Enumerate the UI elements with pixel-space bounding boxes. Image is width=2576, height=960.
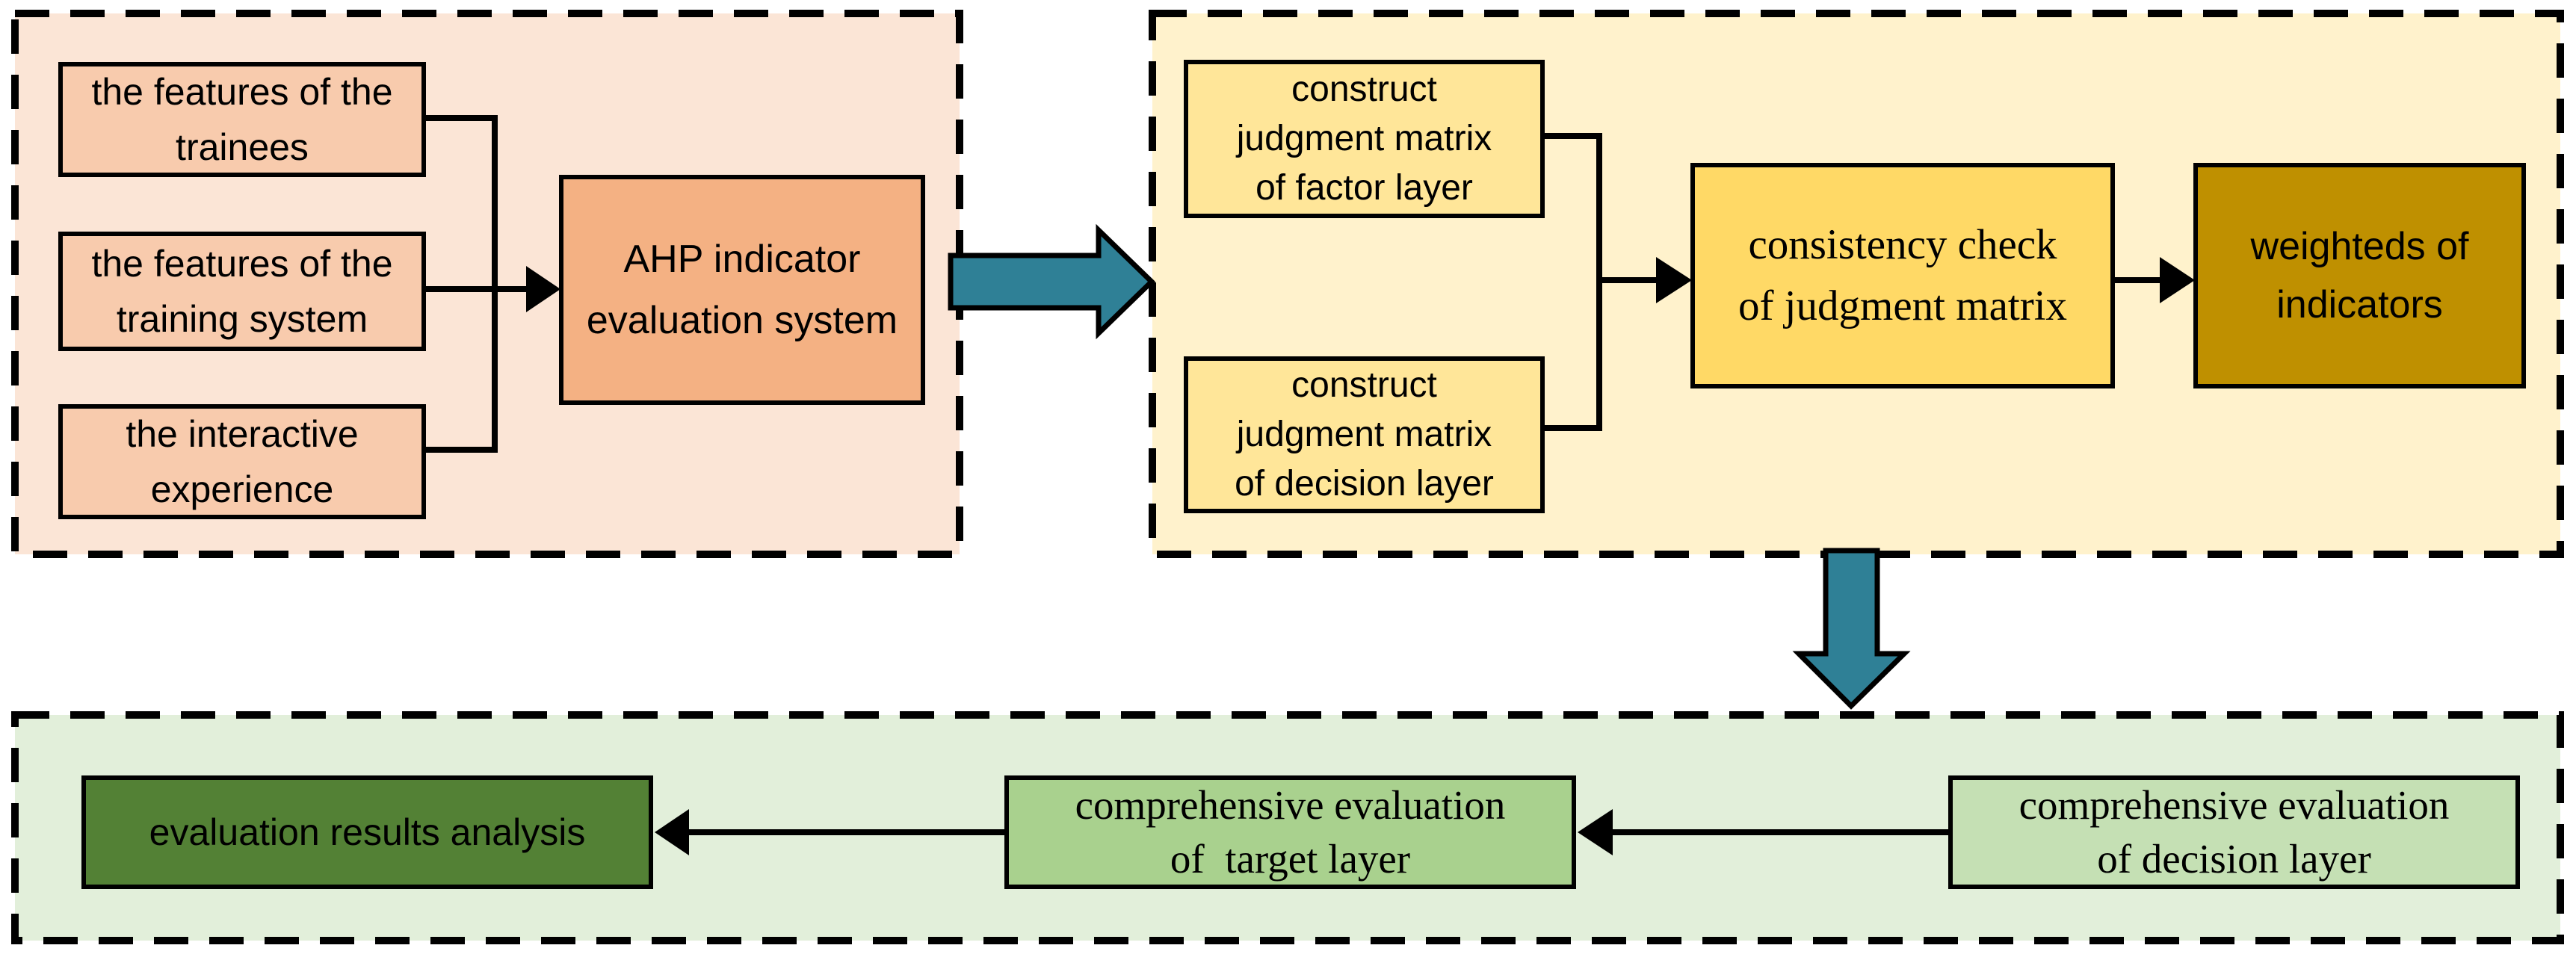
consistency-check-box-line: of judgment matrix <box>1738 282 2068 329</box>
right-connector-lines <box>1542 133 2164 431</box>
training-system-box: the features of the training system <box>58 232 426 351</box>
interactive-experience-box-line: the interactive <box>126 413 359 455</box>
ahp-system-box-line: AHP indicator <box>623 238 861 281</box>
decision-matrix-box-line: judgment matrix <box>1236 415 1492 454</box>
training-system-box-line: training system <box>116 298 368 340</box>
big-arrow-right-icon <box>948 223 1156 340</box>
trainees-box-line: the features of the <box>91 71 393 113</box>
factor-matrix-box-line: of factor layer <box>1255 168 1473 208</box>
results-analysis-box-line: evaluation results analysis <box>149 811 586 853</box>
arrowhead-left-results <box>655 809 689 855</box>
indicator-weights-box-line: indicators <box>2276 283 2443 326</box>
trainees-box: the features of the trainees <box>58 62 426 177</box>
ahp-system-box-line: evaluation system <box>586 299 898 342</box>
consistency-check-box-line: consistency check <box>1748 221 2057 268</box>
training-system-box-line: the features of the <box>91 243 393 285</box>
arrowhead-right-ahp <box>526 266 560 312</box>
factor-matrix-box: construct judgment matrix of factor laye… <box>1184 60 1545 218</box>
interactive-experience-box: the interactive experience <box>58 404 426 519</box>
interactive-experience-box-line: experience <box>150 468 334 510</box>
indicator-weights-box: weighteds of indicators <box>2193 163 2526 388</box>
arrowhead-right-consistency <box>1656 257 1692 303</box>
indicator-weights-box-line: weighteds of <box>2250 225 2469 268</box>
big-arrow-down-icon <box>1792 548 1911 710</box>
decision-matrix-box-line: construct <box>1291 365 1437 405</box>
target-evaluation-box: comprehensive evaluation of target layer <box>1004 775 1576 889</box>
decision-evaluation-box-line: of decision layer <box>2097 836 2371 882</box>
left-connector-lines <box>421 115 531 453</box>
decision-matrix-box: construct judgment matrix of decision la… <box>1184 356 1545 513</box>
arrowhead-right-weights <box>2160 257 2195 303</box>
target-evaluation-box-line: comprehensive evaluation <box>1075 782 1506 828</box>
factor-matrix-box-line: construct <box>1291 69 1437 109</box>
consistency-check-box: consistency check of judgment matrix <box>1690 163 2115 388</box>
results-analysis-box: evaluation results analysis <box>81 775 653 889</box>
ahp-system-box: AHP indicator evaluation system <box>559 175 925 405</box>
decision-evaluation-box: comprehensive evaluation of decision lay… <box>1948 775 2520 889</box>
decision-matrix-box-line: of decision layer <box>1235 464 1494 504</box>
trainees-box-line: trainees <box>176 126 309 168</box>
decision-evaluation-box-line: comprehensive evaluation <box>2019 782 2450 828</box>
target-evaluation-box-line: of target layer <box>1170 836 1411 882</box>
factor-matrix-box-line: judgment matrix <box>1236 119 1492 158</box>
arrowhead-left-target <box>1578 809 1613 855</box>
